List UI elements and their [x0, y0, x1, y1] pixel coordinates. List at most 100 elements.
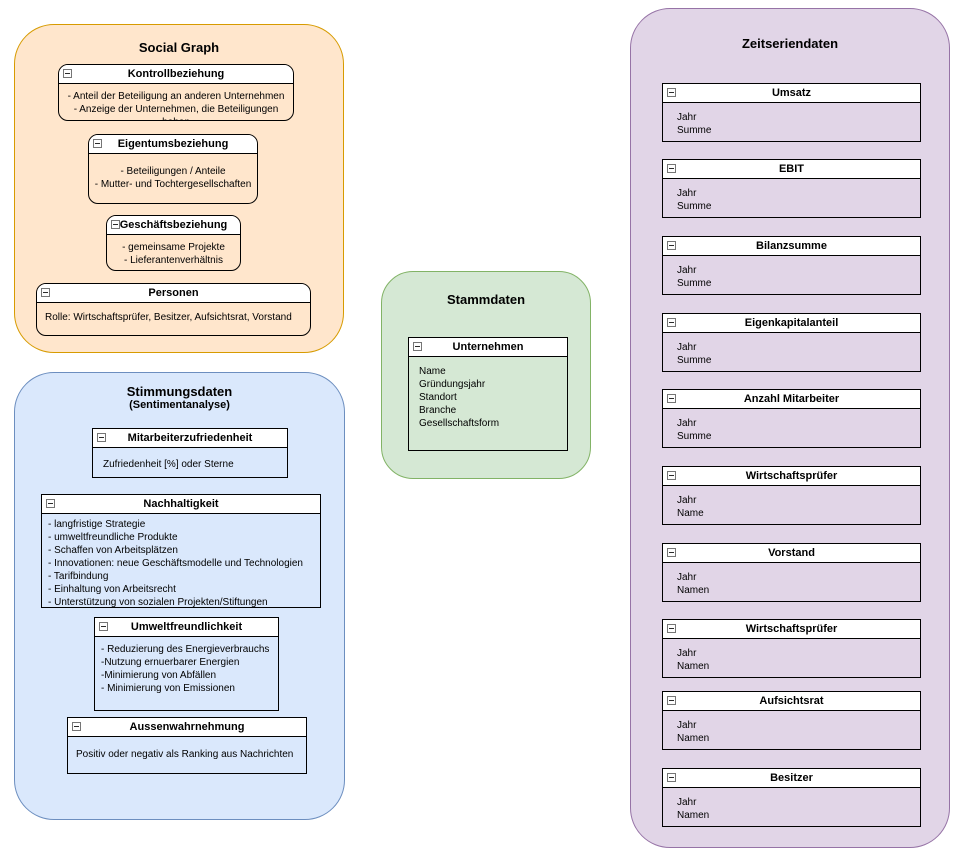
attribute-line: Name — [419, 366, 446, 377]
attribute-line: - Schaffen von Arbeitsplätzen — [48, 545, 178, 556]
collapse-icon[interactable] — [97, 433, 106, 442]
collapse-icon[interactable] — [41, 288, 50, 297]
entity-header: Kontrollbeziehung — [59, 65, 293, 84]
attribute-line: - Lieferantenverhältnis — [124, 255, 223, 266]
collapse-icon[interactable] — [667, 548, 676, 557]
collapse-icon[interactable] — [667, 471, 676, 480]
collapse-icon[interactable] — [667, 241, 676, 250]
attribute-line: - Anteil der Beteiligung an anderen Unte… — [67, 91, 285, 102]
entity-header: Mitarbeiterzufriedenheit — [93, 429, 287, 448]
attribute-line: Jahr — [677, 265, 697, 276]
attribute-line: Jahr — [677, 572, 697, 583]
entity-title: Geschäftsbeziehung — [119, 219, 228, 231]
collapse-icon[interactable] — [667, 624, 676, 633]
collapse-icon[interactable] — [667, 164, 676, 173]
entity-title: Aussenwahrnehmung — [129, 721, 245, 733]
entity-mitarbeiterzufriedenheit[interactable]: Mitarbeiterzufriedenheit Zufriedenheit [… — [92, 428, 288, 478]
attribute-line: - Beteiligungen / Anteile — [120, 166, 226, 177]
container-stammdaten[interactable]: Stammdaten Unternehmen Name Gründungsjah… — [381, 271, 591, 479]
collapse-icon[interactable] — [111, 220, 120, 229]
container-title-stammdaten: Stammdaten — [446, 292, 526, 307]
attribute-line: Jahr — [677, 188, 697, 199]
attribute-line: - langfristige Strategie — [48, 519, 146, 530]
entity-title: Personen — [148, 287, 199, 299]
attribute-line: Jahr — [677, 112, 697, 123]
entity-title: Anzahl Mitarbeiter — [743, 393, 840, 405]
entity-eigentumsbeziehung[interactable]: Eigentumsbeziehung - Beteiligungen / Ant… — [88, 134, 258, 204]
entity-besitzer[interactable]: Besitzer Jahr Namen — [662, 768, 921, 827]
collapse-icon[interactable] — [72, 722, 81, 731]
entity-header: EBIT — [663, 160, 920, 179]
entity-aussenwahrnehmung[interactable]: Aussenwahrnehmung Positiv oder negativ a… — [67, 717, 307, 774]
entity-umsatz[interactable]: Umsatz Jahr Summe — [662, 83, 921, 142]
entity-title: Wirtschaftsprüfer — [745, 470, 838, 482]
entity-title: Wirtschaftsprüfer — [745, 623, 838, 635]
collapse-icon[interactable] — [93, 139, 102, 148]
entity-vorstand[interactable]: Vorstand Jahr Namen — [662, 543, 921, 602]
entity-bilanzsumme[interactable]: Bilanzsumme Jahr Summe — [662, 236, 921, 295]
entity-header: Nachhaltigkeit — [42, 495, 320, 514]
attribute-line: Summe — [677, 201, 712, 212]
entity-title: Nachhaltigkeit — [143, 498, 219, 510]
entity-wirtschaftspruefer-2[interactable]: Wirtschaftsprüfer Jahr Namen — [662, 619, 921, 678]
attribute-line: Branche — [419, 405, 457, 416]
attribute-line: Gründungsjahr — [419, 379, 486, 390]
entity-body: Zufriedenheit [%] oder Sterne — [93, 448, 287, 471]
entity-eigenkapitalanteil[interactable]: Eigenkapitalanteil Jahr Summe — [662, 313, 921, 372]
entity-body: - Anteil der Beteiligung an anderen Unte… — [59, 84, 293, 120]
entity-title: Eigentumsbeziehung — [117, 138, 229, 150]
container-zeitseriendaten[interactable]: Zeitseriendaten Umsatz Jahr Summe EBIT J… — [630, 8, 950, 848]
container-stimmungsdaten[interactable]: Stimmungsdaten (Sentimentanalyse) Mitarb… — [14, 372, 345, 820]
attribute-line: Namen — [677, 585, 710, 596]
entity-geschaeftsbeziehung[interactable]: Geschäftsbeziehung - gemeinsame Projekte… — [106, 215, 241, 271]
collapse-icon[interactable] — [63, 69, 72, 78]
entity-body: - langfristige Strategie - umweltfreundl… — [42, 514, 320, 609]
attribute-line: Summe — [677, 125, 712, 136]
collapse-icon[interactable] — [667, 696, 676, 705]
attribute-line: Jahr — [677, 797, 697, 808]
entity-body: Jahr Summe — [663, 256, 920, 290]
entity-nachhaltigkeit[interactable]: Nachhaltigkeit - langfristige Strategie … — [41, 494, 321, 608]
attribute-line: Namen — [677, 733, 710, 744]
collapse-icon[interactable] — [667, 318, 676, 327]
attribute-line: Summe — [677, 278, 712, 289]
entity-umweltfreundlichkeit[interactable]: Umweltfreundlichkeit - Reduzierung des E… — [94, 617, 279, 711]
entity-title: Aufsichtsrat — [759, 695, 824, 707]
collapse-icon[interactable] — [99, 622, 108, 631]
attribute-line: Jahr — [677, 495, 697, 506]
entity-personen[interactable]: Personen Rolle: Wirtschaftsprüfer, Besit… — [36, 283, 311, 336]
entity-header: Geschäftsbeziehung — [107, 216, 240, 235]
attribute-line: Gesellschaftsform — [419, 418, 500, 429]
entity-header: Umsatz — [663, 84, 920, 103]
attribute-line: Standort — [419, 392, 457, 403]
collapse-icon[interactable] — [46, 499, 55, 508]
collapse-icon[interactable] — [667, 88, 676, 97]
attribute-line: Rolle: Wirtschaftsprüfer, Besitzer, Aufs… — [45, 312, 292, 323]
entity-header: Eigenkapitalanteil — [663, 314, 920, 333]
entity-header: Aussenwahrnehmung — [68, 718, 306, 737]
entity-unternehmen[interactable]: Unternehmen Name Gründungsjahr Standort … — [408, 337, 568, 451]
collapse-icon[interactable] — [667, 773, 676, 782]
entity-anzahl-mitarbeiter[interactable]: Anzahl Mitarbeiter Jahr Summe — [662, 389, 921, 448]
entity-title: EBIT — [778, 163, 805, 175]
entity-body: Jahr Name — [663, 486, 920, 520]
attribute-line: Jahr — [677, 720, 697, 731]
collapse-icon[interactable] — [413, 342, 422, 351]
entity-header: Vorstand — [663, 544, 920, 563]
attribute-line: - Innovationen: neue Geschäftsmodelle un… — [48, 558, 303, 569]
entity-body: Jahr Namen — [663, 788, 920, 822]
attribute-line: - Minimierung von Emissionen — [101, 683, 235, 694]
entity-aufsichtsrat[interactable]: Aufsichtsrat Jahr Namen — [662, 691, 921, 750]
collapse-icon[interactable] — [667, 394, 676, 403]
entity-body: Name Gründungsjahr Standort Branche Gese… — [409, 357, 567, 430]
container-title-stimmungsdaten: Stimmungsdaten — [126, 384, 233, 399]
entity-wirtschaftspruefer-1[interactable]: Wirtschaftsprüfer Jahr Name — [662, 466, 921, 525]
entity-title: Unternehmen — [452, 341, 524, 353]
attribute-line: Jahr — [677, 418, 697, 429]
entity-ebit[interactable]: EBIT Jahr Summe — [662, 159, 921, 218]
entity-kontrollbeziehung[interactable]: Kontrollbeziehung - Anteil der Beteiligu… — [58, 64, 294, 121]
entity-body: - Reduzierung des Energieverbrauchs -Nut… — [95, 637, 278, 695]
attribute-line: Positiv oder negativ als Ranking aus Nac… — [76, 749, 294, 760]
container-social-graph[interactable]: Social Graph Kontrollbeziehung - Anteil … — [14, 24, 344, 353]
